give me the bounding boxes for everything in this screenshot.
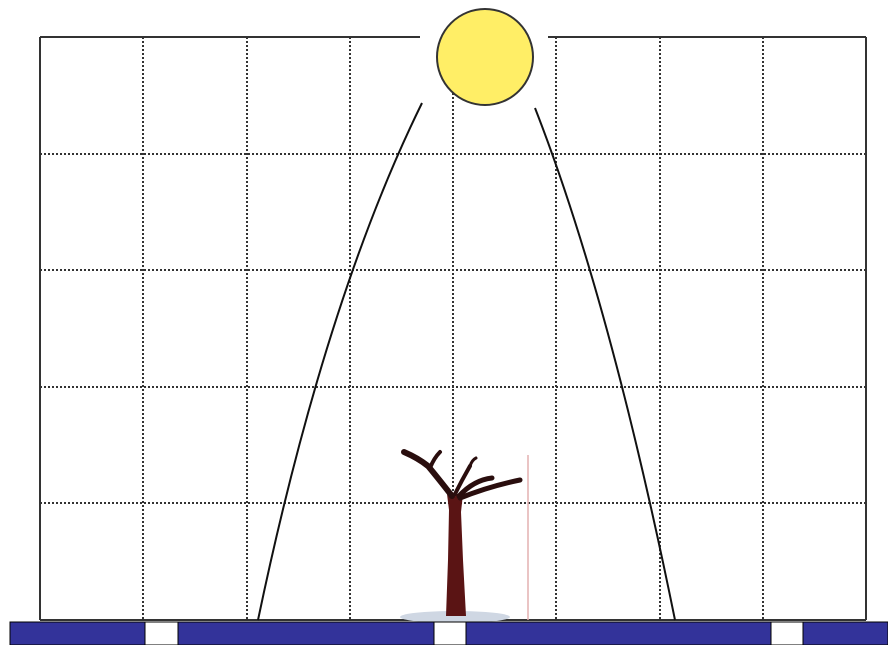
bottom-bar-segment [177,621,435,645]
tree-trunk [446,494,466,616]
left-beam-line [257,102,423,621]
bottom-bar [9,621,888,645]
sun-disc [436,8,534,106]
sun-icon [436,8,534,106]
tree-branches [401,449,523,501]
tree-icon [400,449,523,623]
tree-ground-shadow [400,611,510,623]
bottom-bar-segment [9,621,146,645]
bottom-bar-gap [144,621,179,645]
bottom-bar-segment [802,621,888,645]
bottom-bar-gap [433,621,467,645]
bottom-bar-segment [465,621,772,645]
light-beams [257,102,676,621]
right-beam-line [534,107,676,621]
bottom-bar-gap [770,621,804,645]
